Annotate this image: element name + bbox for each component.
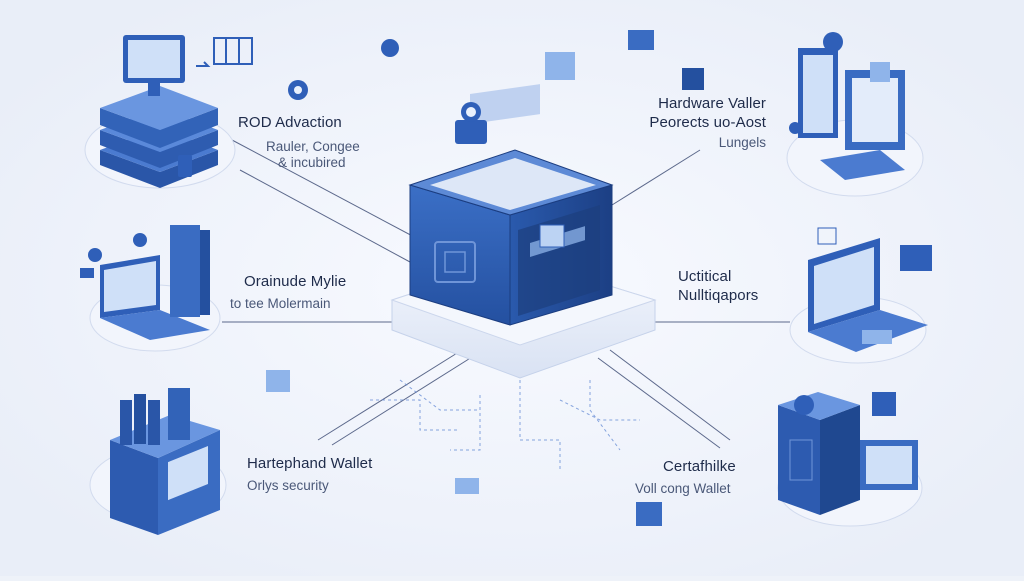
label-bottom-left: Hartephand Wallet Orlys security [247,455,372,494]
label-top-right: Hardware Valler Peorects uo-Aost Lungels [649,95,766,151]
label-top-left: ROD Advaction Rauler, Congee & incubired [238,114,360,171]
label-title: Certafhilke [663,458,736,475]
label-title: Hardware Valler [658,95,766,112]
label-title: ROD Advaction [238,114,342,131]
label-subtitle: to tee Molermain [230,296,331,311]
connector-top-right [611,149,701,206]
connector-bottom-right-2 [597,357,721,449]
node-laptop-left [80,225,221,352]
label-subtitle: Rauler, Congee [266,139,360,154]
label-title: Hartephand Wallet [247,455,373,472]
label-title: Orainude Mylie [244,273,347,290]
document-icon [266,370,290,392]
label-mid-right: Uctitical Nulltiqapors [678,268,758,304]
connector-bottom-left [317,344,471,441]
label-mid-left: Orainude Mylie to tee Molermain [230,273,346,312]
label-title: Uctitical [678,268,732,285]
central-vault [390,84,657,379]
label-subtitle: Peorects uo-Aost [649,114,766,131]
label-subtitle: Nulltiqapors [678,287,759,304]
label-subtitle-2: Lungels [718,135,766,150]
floating-icons [381,30,704,526]
server-stack-icon [100,86,218,188]
vault-box-icon [434,241,476,283]
connector-bottom-left-2 [331,351,481,446]
monitor-icon [123,35,185,96]
cube-icon [539,224,565,248]
connector-lines [222,139,790,449]
node-vault-right [777,392,923,527]
label-subtitle: Orlys security [247,478,329,493]
connector-top-left [231,139,421,241]
node-server-stack [84,35,308,189]
node-documents-right [786,32,924,197]
connector-bottom-right [609,349,731,441]
laptop-icon [100,255,210,340]
label-subtitle-2: & incubired [278,155,346,170]
dashed-circuits [370,379,640,470]
label-bottom-right: Certafhilke Voll cong Wallet [635,458,736,497]
node-laptop-right [789,227,932,364]
label-subtitle: Voll cong Wallet [635,481,731,496]
wallet-icon [110,415,220,535]
connector-top-left-2 [239,169,411,263]
node-wallet-left [89,370,290,535]
